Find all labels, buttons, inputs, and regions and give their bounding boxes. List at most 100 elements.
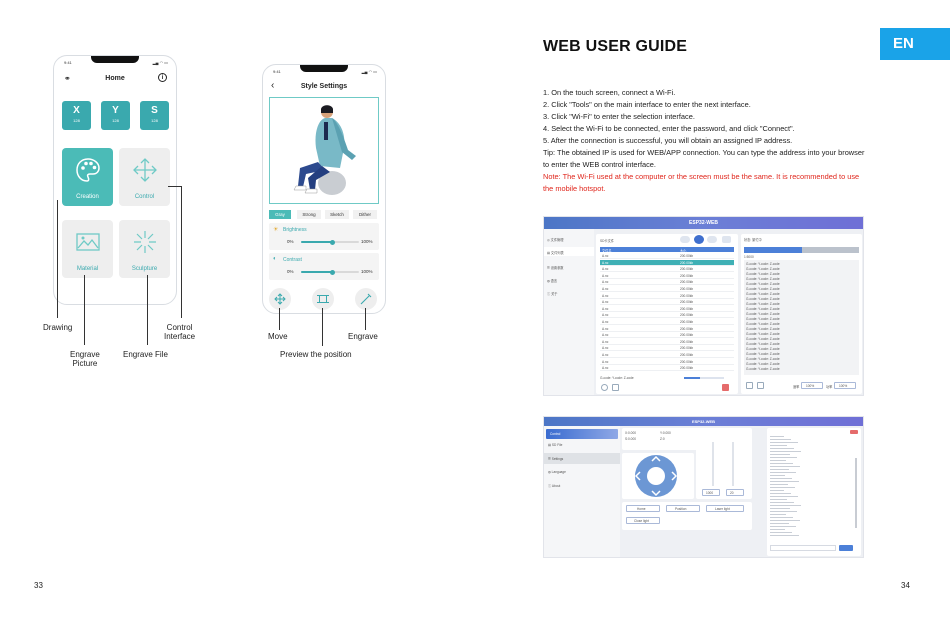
contrast-slider[interactable] [301,269,359,275]
y-letter: Y [112,105,119,116]
file-size: 200.00kb [680,326,694,331]
send-button[interactable] [839,545,853,551]
sidebar-item-settings[interactable]: ☰ 设置参数 [547,266,564,270]
mode-tab-dither[interactable]: Dither [353,210,377,219]
close-light-button[interactable]: Close light [626,517,660,524]
console-line [770,448,794,449]
sidebar-label: 语言 [550,279,558,283]
laser-icon[interactable] [746,382,753,389]
file-name: A.nc [602,267,609,272]
tile-label: Material [76,266,99,272]
web-sidebar: Control ▤ SD File ☰ Settings ◍ Language … [544,426,620,557]
back-chevron-icon[interactable]: ‹ [271,80,275,91]
command-input[interactable] [770,545,836,551]
tile-sculpture[interactable]: Sculpture [119,220,170,278]
home-button[interactable]: Home [626,505,660,512]
sidebar-item-file-manage[interactable]: ◎ 文件管理 [547,238,564,242]
console-scrollbar[interactable] [855,458,857,528]
speed-label: 速率 [793,385,800,389]
file-name: A.nc [602,254,609,258]
position-button-label: Position [675,507,687,511]
speed-power-panel: 1000 20 [696,428,752,499]
sidebar-item-settings[interactable]: ☰ Settings [548,457,564,461]
sidebar-item-about[interactable]: ⓘ About [548,484,561,488]
tile-control[interactable]: Control [119,148,170,206]
console-line [770,535,799,536]
position-button[interactable]: Position [666,505,700,512]
brightness-knob[interactable] [330,239,336,245]
contrast-knob[interactable] [330,269,336,275]
web-header: ESP32-WEB [544,217,863,229]
toolbar-icon-2[interactable] [707,236,717,243]
upload-icon[interactable] [722,236,731,243]
sidebar-item-file-list[interactable]: ▤ 文件列表 [547,251,564,255]
delete-icon[interactable] [722,384,729,391]
jog-pad[interactable] [622,453,694,499]
speed-slider[interactable] [712,442,714,486]
console-line [770,496,798,497]
power-input[interactable]: 100% [834,382,856,389]
refresh-icon[interactable] [694,235,704,244]
sidebar-item-language[interactable]: ◍ Language [548,470,566,474]
frame-icon[interactable] [757,382,764,389]
page-title: Style Settings [300,83,348,90]
sidebar-item-language[interactable]: ◍ 语言 [547,279,558,283]
phone-notch [91,56,139,63]
sidebar-item-about[interactable]: ⓘ 关于 [547,292,558,296]
mode-tab-gray[interactable]: Gray [269,210,291,219]
info-icon[interactable]: i [158,73,167,82]
file-size: 200.00kb [680,353,694,357]
stop-icon[interactable] [612,384,619,391]
file-size: 200.00kb [680,320,694,324]
callout-control-line2: Interface [164,332,196,341]
clear-console-button[interactable] [850,430,858,434]
tile-material[interactable]: Material [62,220,113,278]
jog-power-value: 20 [730,491,734,495]
console-line [770,514,786,515]
mode-tab-sketch[interactable]: Sketch [325,210,349,219]
speed-input[interactable]: 100% [801,382,823,389]
tile-creation[interactable]: Creation [62,148,113,206]
contrast-fill [301,271,333,273]
jog-power-input[interactable]: 20 [726,489,744,496]
sidebar-item-sd-file[interactable]: ▤ SD File [548,443,563,447]
move-button[interactable] [269,288,291,310]
jog-speed-input[interactable]: 1000 [702,489,720,496]
burst-icon [133,231,156,253]
power-slider[interactable] [732,442,734,486]
brightness-slider[interactable] [301,239,359,245]
preview-position-button[interactable] [312,288,334,310]
tip-line-2: to enter the WEB control interface. [543,160,656,169]
phone-notch [300,65,348,72]
file-name: A.nc [602,287,609,291]
log-line: G-code: Y-code: Z-code [746,282,780,286]
mode-tab-strong[interactable]: Strong [297,210,321,219]
page-number-left: 33 [34,581,43,590]
sidebar-item-control[interactable]: Control [546,429,618,439]
laser-light-button[interactable]: Laser light [706,505,744,512]
link-icon[interactable]: ⚭ [64,74,71,83]
engrave-button[interactable] [355,288,377,310]
toolbar-icon-1[interactable] [680,236,690,243]
step-2: 2. Click "Tools" on the main interface t… [543,100,751,109]
play-icon[interactable] [601,384,608,391]
callout-line-control-h [168,186,181,187]
